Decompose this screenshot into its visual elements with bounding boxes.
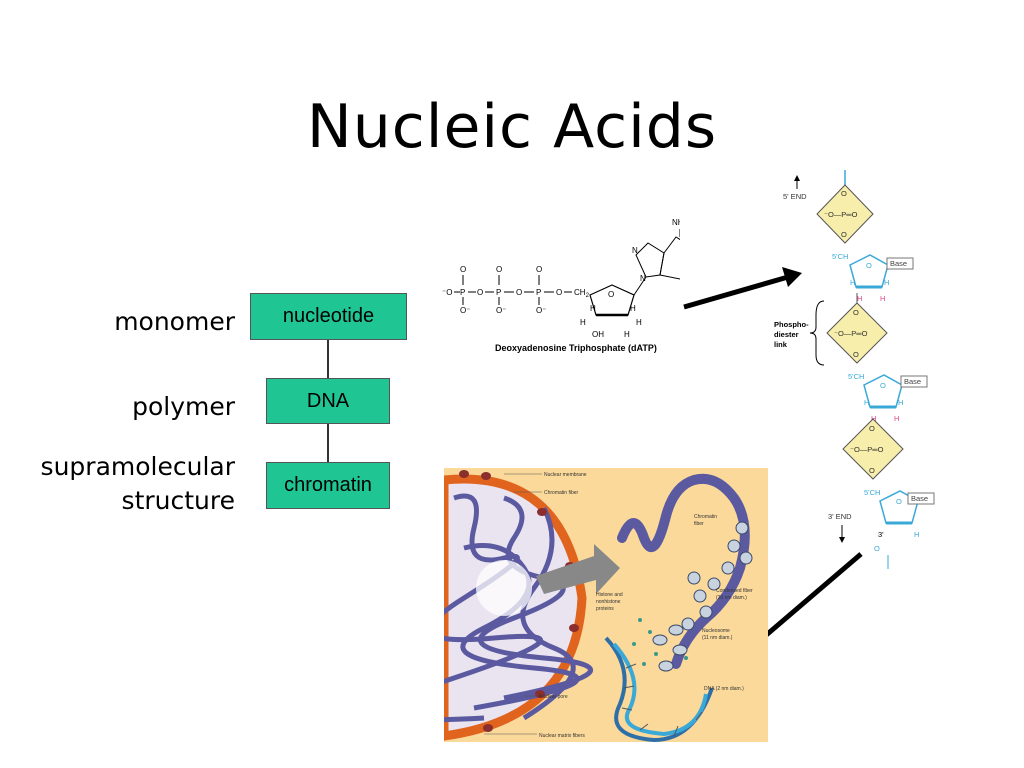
svg-text:H: H — [636, 318, 642, 327]
svg-text:P: P — [460, 288, 465, 297]
svg-text:O⁻: O⁻ — [496, 306, 506, 315]
arrow-to-strand — [683, 267, 802, 310]
svg-text:O: O — [869, 466, 875, 475]
svg-text:O: O — [869, 424, 875, 433]
svg-text:O: O — [853, 308, 859, 317]
svg-text:H: H — [857, 294, 862, 303]
svg-text:Histone and: Histone and — [596, 592, 623, 598]
svg-text:Nuclear membrane: Nuclear membrane — [544, 472, 587, 478]
dna-box: DNA — [266, 378, 390, 424]
svg-text:O: O — [477, 288, 483, 297]
svg-text:O: O — [496, 265, 502, 274]
svg-text:O: O — [516, 288, 522, 297]
svg-text:O: O — [536, 265, 542, 274]
svg-text:5'CH: 5'CH — [832, 252, 848, 261]
svg-text:O: O — [460, 265, 466, 274]
svg-text:3': 3' — [878, 530, 884, 539]
svg-text:link: link — [774, 340, 788, 349]
svg-text:fiber: fiber — [694, 521, 704, 527]
svg-text:H: H — [894, 414, 899, 423]
svg-text:P: P — [496, 288, 501, 297]
svg-text:Chromatin fiber: Chromatin fiber — [544, 490, 579, 496]
chromatin-box: chromatin — [266, 462, 390, 509]
phosphate-group — [826, 302, 888, 364]
svg-text:Base: Base — [911, 494, 928, 503]
svg-text:⁻O—P═O: ⁻O—P═O — [834, 329, 868, 338]
svg-text:H: H — [624, 330, 630, 339]
svg-text:N: N — [632, 246, 638, 255]
connector-line — [327, 424, 329, 462]
three-end-label: 3' END — [828, 512, 852, 521]
monomer-label: monomer — [114, 307, 235, 336]
svg-text:H: H — [630, 304, 636, 313]
svg-text:nonhistone: nonhistone — [596, 599, 621, 605]
svg-text:H: H — [880, 294, 885, 303]
svg-text:Nuclear pore: Nuclear pore — [539, 694, 568, 700]
svg-text:O: O — [896, 497, 902, 506]
svg-text:N: N — [640, 274, 646, 283]
supramolecular-label: supramolecular — [40, 452, 235, 481]
oh-label: OH — [592, 330, 604, 339]
five-end-label: 5' END — [783, 192, 807, 201]
svg-text:O: O — [853, 350, 859, 359]
chromatin-mass — [444, 493, 594, 723]
nucleotide-box: nucleotide — [250, 293, 407, 340]
svg-text:H: H — [914, 530, 919, 539]
svg-text:Base: Base — [904, 377, 921, 386]
svg-text:H: H — [871, 414, 876, 423]
svg-text:Chromatin: Chromatin — [694, 514, 717, 520]
svg-text:(30 nm diam.): (30 nm diam.) — [716, 595, 747, 601]
svg-text:Nuclear matrix fibers: Nuclear matrix fibers — [539, 733, 585, 739]
svg-text:proteins: proteins — [596, 606, 614, 612]
svg-text:⁻O—P═O: ⁻O—P═O — [850, 445, 884, 454]
svg-text:5'CH: 5'CH — [864, 488, 880, 497]
connector-line — [327, 340, 329, 378]
svg-text:O: O — [866, 261, 872, 270]
phosphate-group — [842, 418, 904, 480]
svg-text:O: O — [841, 230, 847, 239]
svg-text:H: H — [884, 278, 889, 287]
datp-structure: ⁻O P O O⁻ O P O O⁻ O P O O⁻ O CH2 O HH H… — [442, 218, 680, 353]
svg-text:H: H — [898, 398, 903, 407]
svg-text:O⁻: O⁻ — [460, 306, 470, 315]
zoom-arrow — [536, 544, 620, 594]
svg-text:Condensed fiber: Condensed fiber — [716, 588, 753, 594]
slide-title: Nucleic Acids — [306, 92, 718, 162]
phosphate-group — [816, 184, 874, 244]
ch2-label: CH2 — [574, 288, 590, 299]
svg-text:P: P — [536, 288, 541, 297]
svg-text:⁻O—P═O: ⁻O—P═O — [824, 210, 858, 219]
svg-text:H: H — [580, 318, 586, 327]
datp-caption: Deoxyadenosine Triphosphate (dATP) — [495, 343, 657, 353]
svg-text:Phospho-: Phospho- — [774, 320, 809, 329]
svg-text:H: H — [850, 278, 855, 287]
svg-text:⁻O: ⁻O — [442, 288, 452, 297]
amine-label: NH2 — [672, 218, 680, 229]
chromatin-figure: Nuclear membrane Chromatin fiber Chromat… — [444, 468, 768, 742]
structure-label: structure — [121, 486, 235, 515]
svg-text:O: O — [880, 381, 886, 390]
svg-text:O: O — [556, 288, 562, 297]
svg-text:O⁻: O⁻ — [536, 306, 546, 315]
svg-text:(11 nm diam.): (11 nm diam.) — [702, 635, 733, 641]
svg-text:DNA (2 nm diam.): DNA (2 nm diam.) — [704, 686, 744, 692]
svg-text:H: H — [590, 304, 596, 313]
svg-text:Nucleosome: Nucleosome — [702, 628, 730, 634]
svg-text:O: O — [874, 544, 880, 553]
base-label: Base — [890, 259, 907, 268]
svg-text:diester: diester — [774, 330, 799, 339]
svg-text:5'CH: 5'CH — [848, 372, 864, 381]
svg-text:H: H — [864, 398, 869, 407]
polymer-label: polymer — [132, 392, 235, 421]
svg-text:O: O — [841, 189, 847, 198]
svg-text:O: O — [608, 290, 614, 299]
